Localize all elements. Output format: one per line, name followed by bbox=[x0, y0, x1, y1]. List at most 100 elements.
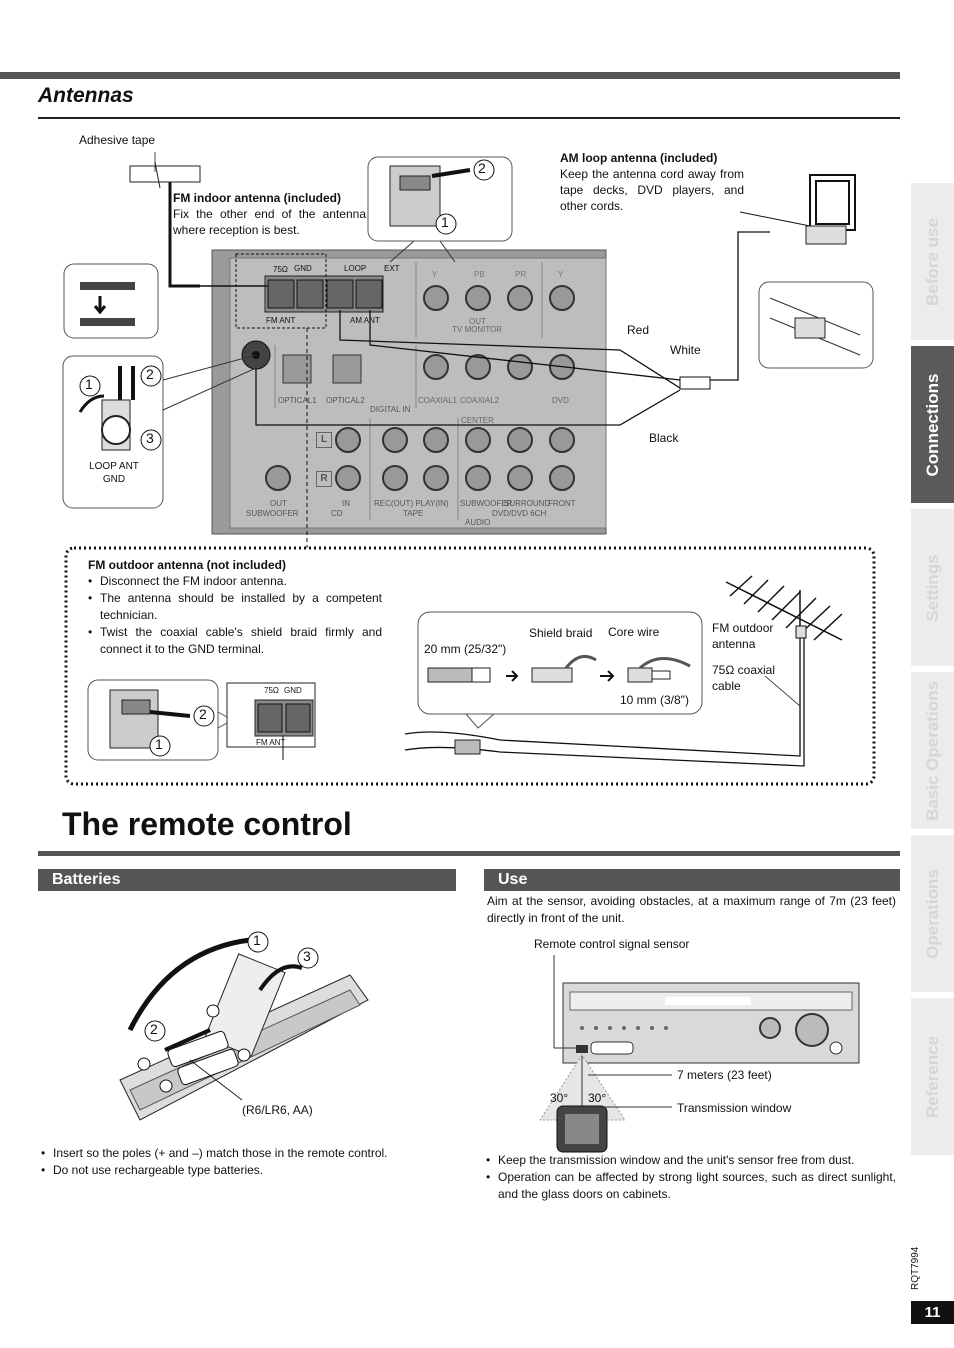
use-header: Use bbox=[484, 869, 900, 891]
panel-75-label: 75Ω bbox=[273, 265, 288, 274]
battery-bullets: Insert so the poles (+ and –) match thos… bbox=[41, 1145, 451, 1179]
window-label: Transmission window bbox=[677, 1101, 792, 1115]
panel-subwoofer: SUBWOOFER bbox=[246, 509, 299, 518]
panel-tape: TAPE bbox=[403, 509, 424, 518]
panel-am-ant-label: AM ANT bbox=[350, 316, 380, 325]
core-wire-label: Core wire bbox=[608, 625, 660, 639]
tab-before-use[interactable]: Before use bbox=[911, 183, 954, 340]
angle-left-label: 30° bbox=[550, 1091, 569, 1105]
panel-front: FRONT bbox=[548, 499, 576, 508]
panel-cd: CD bbox=[331, 509, 343, 518]
angle-right-label: 30° bbox=[588, 1091, 607, 1105]
wire-white-label: White bbox=[670, 343, 701, 357]
fm-indoor-label: FM indoor antenna (included) Fix the oth… bbox=[173, 190, 366, 238]
tab-basic-operations[interactable]: Basic Operations bbox=[911, 672, 954, 829]
fm-indoor-antenna bbox=[168, 174, 268, 288]
panel-y1: Y bbox=[432, 270, 438, 279]
panel-gnd-label: GND bbox=[294, 264, 312, 273]
wire-black-label: Black bbox=[649, 431, 679, 445]
panel-r: R bbox=[316, 471, 332, 487]
panel-l: L bbox=[316, 432, 332, 448]
list-item: Insert so the poles (+ and –) match thos… bbox=[41, 1145, 451, 1162]
battery-illustration bbox=[119, 931, 369, 1121]
panel-subwoofer2: SUBWOOFER bbox=[460, 499, 513, 508]
fm-outdoor-bullets: Disconnect the FM indoor antenna. The an… bbox=[88, 573, 382, 658]
antennas-heading: Antennas bbox=[38, 84, 134, 107]
step-2-left: 2 bbox=[146, 366, 154, 382]
panel-tv-monitor: TV MONITOR bbox=[452, 325, 503, 334]
dim-20mm-label: 20 mm (25/32") bbox=[424, 642, 507, 656]
fm-outdoor-antenna bbox=[725, 575, 843, 641]
panel-ext-label: EXT bbox=[384, 264, 400, 273]
am-loop-title: AM loop antenna (included) bbox=[560, 151, 718, 165]
step-2-top: 2 bbox=[478, 160, 486, 176]
fm-indoor-text: Fix the other end of the antenna where r… bbox=[173, 207, 366, 237]
step-3-battery: 3 bbox=[303, 948, 311, 964]
battery-type-label: (R6/LR6, AA) bbox=[242, 1103, 313, 1117]
use-bullets: Keep the transmission window and the uni… bbox=[486, 1152, 896, 1203]
panel-digital-in: DIGITAL IN bbox=[370, 405, 411, 414]
outdoor-gnd-label: GND bbox=[284, 686, 302, 695]
outdoor-75-label: 75Ω bbox=[264, 686, 279, 695]
step-1-outdoor: 1 bbox=[155, 736, 163, 752]
outdoor-fm-ant-label: FM ANT bbox=[256, 738, 286, 747]
fm-outdoor-section: FM outdoor antenna (not included) Discon… bbox=[88, 557, 382, 658]
tab-connections[interactable]: Connections bbox=[911, 346, 954, 503]
fm-outdoor-title: FM outdoor antenna (not included) bbox=[88, 558, 286, 572]
tab-operations[interactable]: Operations bbox=[911, 835, 954, 992]
sensor-label: Remote control signal sensor bbox=[534, 937, 690, 951]
document-code: RQT7994 bbox=[910, 1246, 921, 1290]
panel-optical1: OPTICAL1 bbox=[278, 396, 317, 405]
am-loop-label: AM loop antenna (included) Keep the ante… bbox=[560, 150, 744, 214]
step-3-left: 3 bbox=[146, 430, 154, 446]
remote-rule bbox=[38, 851, 900, 856]
list-item: Do not use rechargeable type batteries. bbox=[41, 1162, 451, 1179]
panel-pb: PB bbox=[474, 270, 485, 279]
adhesive-tape-label: Adhesive tape bbox=[79, 133, 156, 147]
panel-loop-label: LOOP bbox=[344, 264, 367, 273]
list-item: Disconnect the FM indoor antenna. bbox=[88, 573, 382, 590]
range-label: 7 meters (23 feet) bbox=[677, 1068, 772, 1082]
step-1-top: 1 bbox=[441, 214, 449, 230]
fm-indoor-title: FM indoor antenna (included) bbox=[173, 191, 341, 205]
tab-settings[interactable]: Settings bbox=[911, 509, 954, 666]
list-item: The antenna should be installed by a com… bbox=[88, 590, 382, 624]
remote-control-heading: The remote control bbox=[62, 806, 352, 842]
panel-dvd6ch: DVD/DVD 6CH bbox=[492, 509, 547, 518]
step-2-battery: 2 bbox=[150, 1021, 158, 1037]
panel-audio: AUDIO bbox=[465, 518, 491, 527]
panel-out2: OUT bbox=[270, 499, 287, 508]
step-2-outdoor: 2 bbox=[199, 706, 207, 722]
am-loop-text: Keep the antenna cord away from tape dec… bbox=[560, 167, 744, 213]
antennas-rule bbox=[38, 117, 900, 119]
list-item: Keep the transmission window and the uni… bbox=[486, 1152, 896, 1169]
panel-dvd: DVD bbox=[552, 396, 569, 405]
page-number: 11 bbox=[911, 1301, 954, 1324]
list-item: Twist the coaxial cable's shield braid f… bbox=[88, 624, 382, 658]
panel-fm-ant-label: FM ANT bbox=[266, 316, 296, 325]
panel-center: CENTER bbox=[461, 416, 494, 425]
am-loop-antenna bbox=[739, 174, 856, 231]
top-rule bbox=[0, 72, 900, 79]
panel-pr: PR bbox=[515, 270, 527, 279]
step-1-left: 1 bbox=[85, 376, 93, 392]
loop-ant-gnd-label: LOOP ANT GND bbox=[89, 461, 139, 485]
panel-rec-play: REC(OUT) PLAY(IN) bbox=[374, 499, 449, 508]
panel-coaxial2: COAXIAL2 bbox=[460, 396, 500, 405]
tab-reference[interactable]: Reference bbox=[911, 998, 954, 1155]
list-item: Operation can be affected by strong ligh… bbox=[486, 1169, 896, 1203]
rear-panel bbox=[211, 249, 607, 535]
wire-red-label: Red bbox=[627, 323, 650, 337]
step-1-battery: 1 bbox=[253, 932, 261, 948]
panel-out: OUT bbox=[469, 317, 486, 326]
dim-10mm-label: 10 mm (3/8") bbox=[620, 693, 689, 707]
receiver-illustration bbox=[539, 955, 860, 1153]
panel-in: IN bbox=[342, 499, 350, 508]
adhesive-tape bbox=[129, 161, 201, 189]
coaxial-cable-label: 75Ω coaxial cable bbox=[712, 663, 776, 693]
panel-coaxial1: COAXIAL1 bbox=[418, 396, 458, 405]
fm-outdoor-antenna-label: FM outdoor antenna bbox=[712, 621, 774, 651]
shield-braid-label: Shield braid bbox=[529, 626, 593, 640]
panel-surround: SURROUND bbox=[504, 499, 551, 508]
